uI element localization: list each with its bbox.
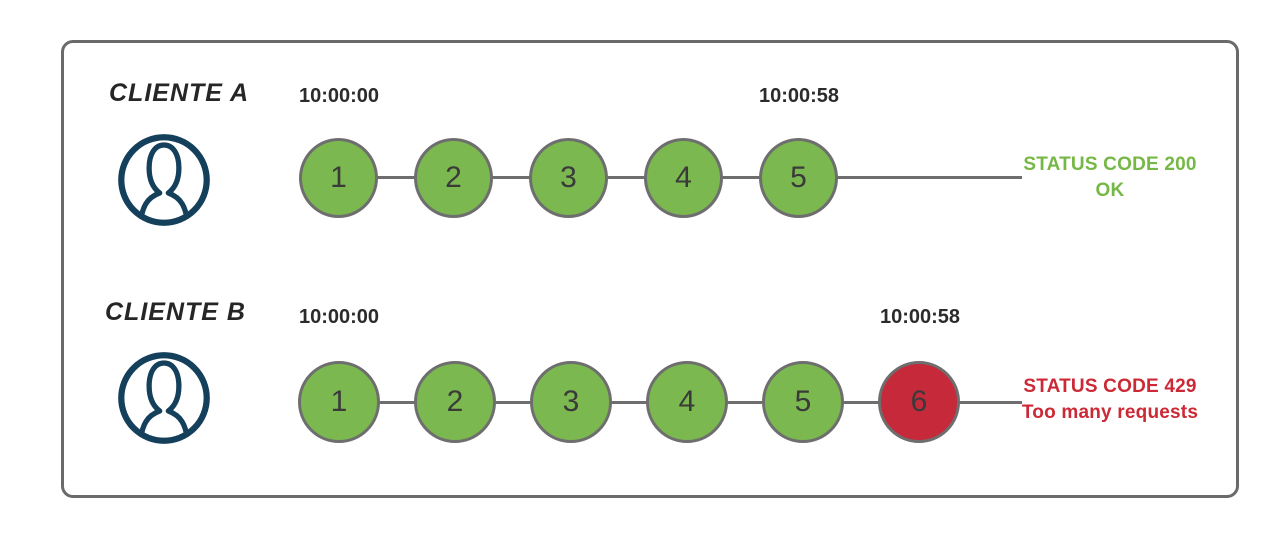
request-number: 6	[910, 385, 928, 418]
request-circle-4: 4	[644, 138, 723, 218]
request-number: 3	[562, 385, 580, 418]
client-a-status: STATUS CODE 200 OK	[1020, 152, 1200, 204]
client-b-label: CLIENTE B	[105, 298, 246, 326]
client-a-requests: 1 2 3 4 5	[299, 138, 838, 218]
client-b-status: STATUS CODE 429 Too many requests	[1020, 374, 1200, 426]
user-icon	[118, 134, 210, 226]
request-number: 4	[678, 385, 696, 418]
client-b-end-time: 10:00:58	[879, 306, 961, 328]
status-code-text: STATUS CODE 200	[1023, 154, 1197, 175]
client-b-start-time: 10:00:00	[298, 306, 380, 328]
request-circle-4: 4	[646, 361, 728, 443]
request-number: 2	[445, 161, 462, 194]
request-number: 4	[675, 161, 692, 194]
request-circle-1: 1	[299, 138, 378, 218]
request-number: 1	[330, 161, 347, 194]
client-a-start-time: 10:00:00	[298, 85, 380, 107]
diagram-frame	[61, 40, 1239, 498]
request-number: 5	[790, 161, 807, 194]
request-circle-6: 6	[878, 361, 960, 443]
status-detail-text: Too many requests	[1021, 402, 1199, 423]
request-number: 1	[330, 385, 348, 418]
client-a-end-time: 10:00:58	[758, 85, 840, 107]
request-circle-5: 5	[759, 138, 838, 218]
request-circle-3: 3	[529, 138, 608, 218]
status-code-text: STATUS CODE 429	[1023, 376, 1197, 397]
request-circle-3: 3	[530, 361, 612, 443]
request-number: 3	[560, 161, 577, 194]
request-circle-1: 1	[298, 361, 380, 443]
client-a-label: CLIENTE A	[109, 79, 250, 107]
user-icon	[118, 352, 210, 444]
client-b-requests: 1 2 3 4 5 6	[298, 361, 960, 443]
status-detail-text: OK	[1095, 180, 1125, 201]
request-number: 2	[446, 385, 464, 418]
request-number: 5	[794, 385, 812, 418]
request-circle-2: 2	[414, 361, 496, 443]
request-circle-5: 5	[762, 361, 844, 443]
request-circle-2: 2	[414, 138, 493, 218]
